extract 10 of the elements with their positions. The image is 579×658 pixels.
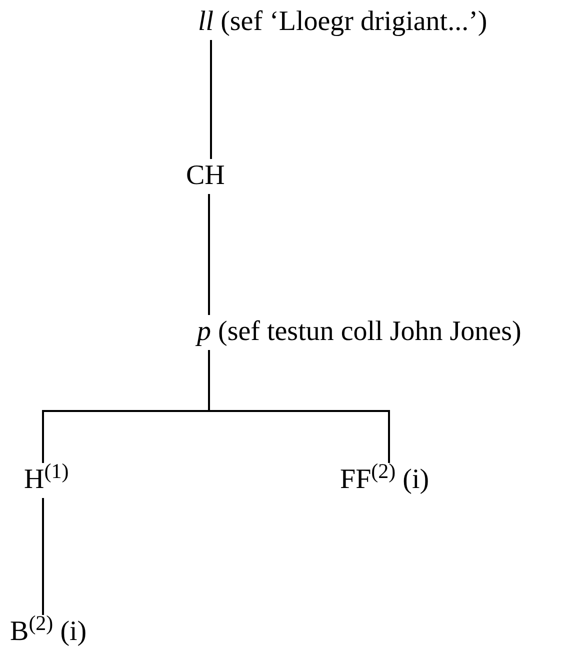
manuscript-siglum: ll (sef ‘Lloegr drigiant...’): [198, 8, 488, 36]
manuscript-siglum: H$^{(1)}$: [24, 466, 69, 494]
manuscript-siglum: B$^{(2)}$ (i): [10, 618, 87, 646]
manuscript-siglum: CH: [186, 162, 225, 190]
manuscript-siglum: FF$^{(2)}$ (i): [340, 466, 430, 494]
stemma-line: [208, 350, 390, 463]
manuscript-siglum: p (sef testun coll John Jones): [197, 318, 522, 346]
stemma-line: [208, 194, 210, 315]
stemma-line: [210, 40, 212, 159]
stemma-line: [42, 498, 44, 615]
